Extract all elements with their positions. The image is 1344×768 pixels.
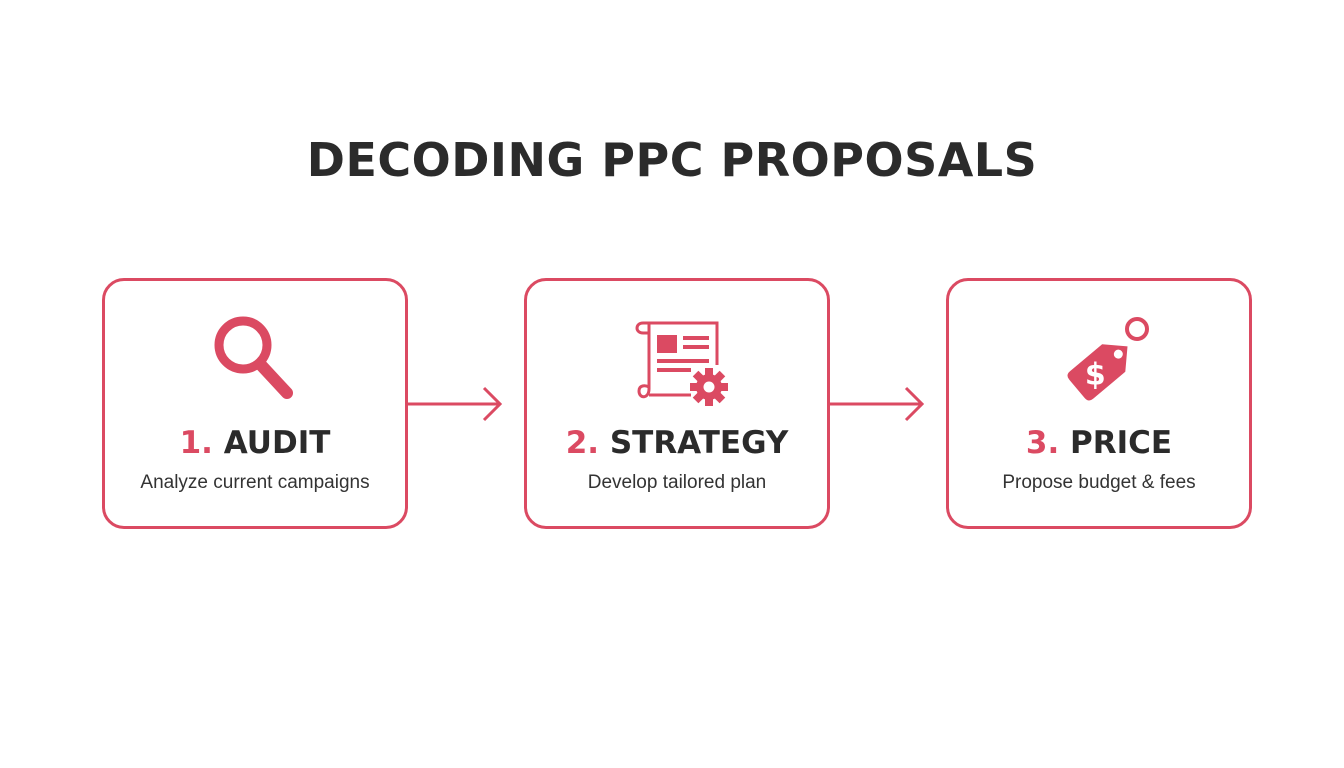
- document-gear-icon: [625, 309, 729, 413]
- svg-text:$: $: [1085, 357, 1106, 392]
- step-title: 2. STRATEGY: [527, 423, 827, 463]
- step-title: 1. AUDIT: [105, 423, 405, 463]
- step-title: 3. PRICE: [949, 423, 1249, 463]
- step-description: Develop tailored plan: [587, 472, 767, 493]
- step-card-audit: 1. AUDIT Analyze current campaigns: [102, 278, 408, 529]
- step-card-strategy: 2. STRATEGY Develop tailored plan: [524, 278, 830, 529]
- step-number: 2.: [565, 425, 600, 461]
- arrow-right-icon: [408, 384, 504, 424]
- price-tag-icon: $: [1047, 309, 1151, 413]
- step-label: PRICE: [1070, 425, 1173, 461]
- page-title: DECODING PPC PROPOSALS: [306, 133, 1038, 187]
- step-description: Propose budget & fees: [1002, 472, 1196, 493]
- arrow-right-icon: [830, 384, 926, 424]
- step-label: AUDIT: [223, 425, 331, 461]
- step-label: STRATEGY: [609, 425, 789, 461]
- step-number: 1.: [179, 425, 213, 461]
- step-number: 3.: [1025, 425, 1060, 461]
- step-description: Analyze current campaigns: [140, 472, 370, 493]
- magnifying-glass-icon: [203, 309, 307, 413]
- step-card-price: $ 3. PRICE Propose budget & fees: [946, 278, 1252, 529]
